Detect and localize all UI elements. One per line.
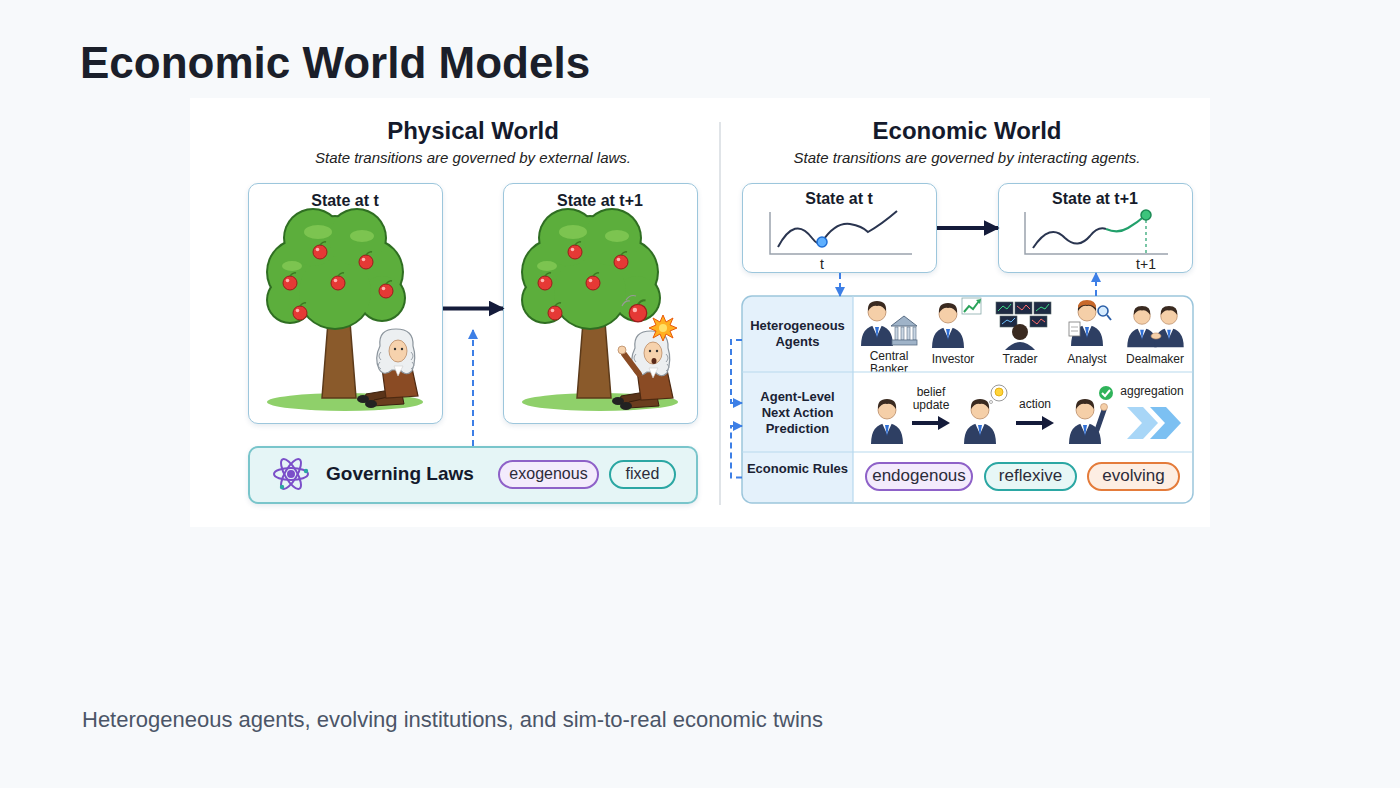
axis-tick: t [812, 256, 832, 272]
agent-row: Heterogeneous AgentsCentral BankerInvest… [742, 296, 1193, 372]
pill-text: fixed [611, 463, 674, 485]
property-pill: fixed [609, 460, 676, 489]
pill-text: evolving [1089, 465, 1178, 487]
pill-text: exogenous [500, 463, 597, 485]
agent-row: Economic Rules endogenous reflexive evolvin… [742, 452, 1193, 503]
tree-scene-left [266, 208, 423, 411]
axis-tick: t+1 [1131, 256, 1161, 272]
agent-row: Agent-Level Next Action Prediction belief… [742, 372, 1193, 452]
agent-label: Dealmaker [1125, 353, 1185, 366]
state-title: State at t [249, 191, 441, 211]
atom-icon [274, 456, 308, 491]
state-title: State at t [743, 189, 935, 209]
influence-arrow [839, 273, 841, 296]
state-box: State at t+1 [503, 183, 698, 424]
laws-box: Governing Lawsexogenous fixed [248, 446, 698, 504]
agent-table-frame [742, 296, 1193, 503]
row-heading: Economic Rules [746, 461, 849, 477]
pill-text: endogenous [867, 465, 971, 487]
agent-label: Trader [995, 353, 1045, 366]
row-heading: Agent-Level Next Action Prediction [746, 389, 849, 437]
step-label: action [1010, 398, 1060, 411]
agent-icons [861, 298, 1184, 350]
state-title: State at t+1 [504, 191, 696, 211]
prediction-flow [871, 385, 1181, 444]
divider [719, 122, 721, 505]
caption: Heterogeneous agents, evolving instituti… [82, 706, 823, 734]
pill-text: reflexive [986, 465, 1075, 487]
property-pill: exogenous [498, 460, 599, 489]
laws-title: Governing Laws [326, 462, 506, 486]
transition-arrow [443, 307, 503, 311]
chart-t-plus-1 [1025, 210, 1168, 254]
step-label: aggregation [1114, 385, 1190, 398]
diagram-title: Economic World Models [80, 37, 590, 89]
panel-heading: Economic World [767, 116, 1167, 146]
state-title: State at t+1 [999, 189, 1191, 209]
influence-arrow [731, 340, 742, 403]
chart-t [770, 211, 912, 254]
influence-arrow [731, 426, 742, 478]
property-pill: evolving [1087, 462, 1180, 491]
state-box: State at t+1 t+1 [998, 183, 1193, 273]
influence-arrow [1095, 273, 1097, 296]
property-pill: reflexive [984, 462, 1077, 491]
agent-label: Analyst [1062, 353, 1112, 366]
panel-subtitle: State transitions are governed by extern… [223, 148, 723, 168]
property-pill: endogenous [865, 462, 973, 491]
panel-heading: Physical World [273, 116, 673, 146]
state-box: State at t t [742, 183, 937, 273]
law-influence-arrow [472, 330, 474, 446]
tree-scene-right [521, 208, 678, 411]
state-box: State at t [248, 183, 443, 424]
transition-arrow [937, 226, 998, 230]
agent-label: Investor [928, 353, 978, 366]
row-heading: Heterogeneous Agents [746, 318, 849, 350]
panel-subtitle: State transitions are governed by intera… [717, 148, 1217, 168]
step-label: belief update [906, 386, 956, 412]
